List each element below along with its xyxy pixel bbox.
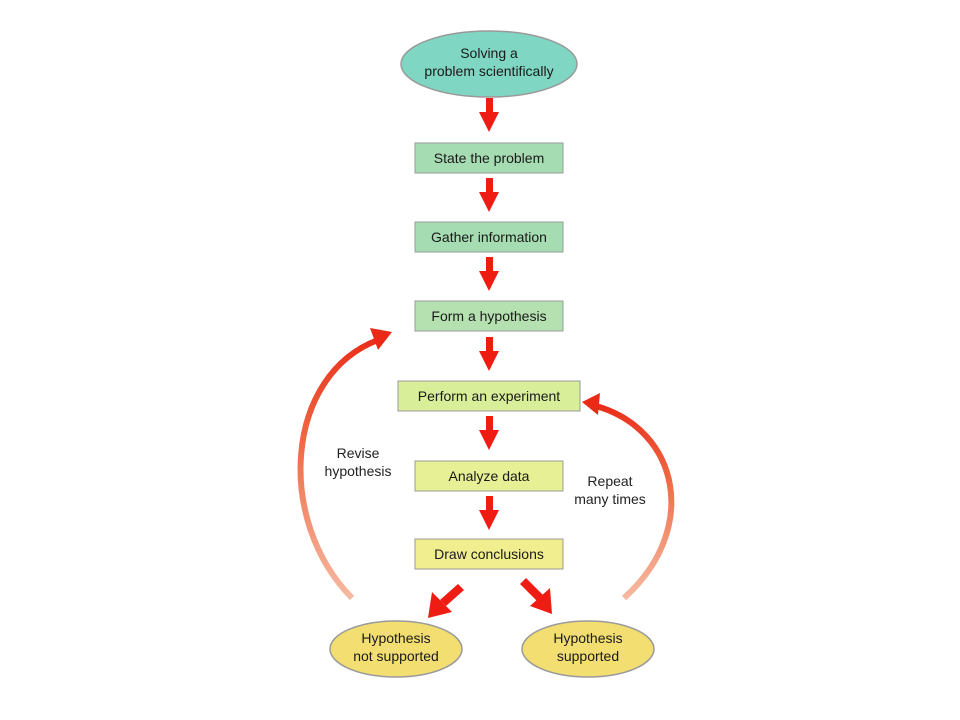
outcome-ellipse [329, 620, 463, 678]
step-form-hypothesis: Form a hypothesis [414, 300, 564, 332]
outcome-supported: Hypothesis supported [521, 620, 655, 678]
step-label: State the problem [434, 150, 545, 166]
outcome-ellipse [521, 620, 655, 678]
step-box [414, 460, 564, 492]
down-arrow [479, 257, 499, 291]
outcome-label-line1: Hypothesis [361, 630, 430, 646]
loop-arrow-revise [297, 328, 392, 601]
step-label: Form a hypothesis [431, 308, 546, 324]
outcome-label-line1: Hypothesis [553, 630, 622, 646]
down-arrow [479, 496, 499, 530]
loop-arrowhead [370, 328, 392, 350]
revise-label-line2: hypothesis [325, 463, 392, 479]
step-label: Draw conclusions [434, 546, 544, 562]
step-perform-experiment: Perform an experiment [397, 380, 581, 412]
loop-curve [297, 337, 380, 601]
step-gather-information: Gather information [414, 221, 564, 253]
outcome-not-supported: Hypothesis not supported [329, 620, 463, 678]
step-box [414, 221, 564, 253]
loop-arrow-repeat [582, 393, 675, 601]
outcome-label-line2: supported [557, 648, 619, 664]
step-draw-conclusions: Draw conclusions [414, 538, 564, 570]
step-label: Gather information [431, 229, 547, 245]
start-node: Solving a problem scientifically [400, 30, 578, 98]
down-arrow [479, 98, 499, 132]
loop-curve [595, 403, 675, 601]
repeat-label-line2: many times [574, 491, 646, 507]
start-ellipse [400, 30, 578, 98]
step-label: Analyze data [449, 468, 530, 484]
arrow-to-not-supported [428, 584, 464, 618]
outcome-label-line2: not supported [353, 648, 439, 664]
repeat-label-line1: Repeat [587, 473, 632, 489]
step-state-problem: State the problem [414, 142, 564, 174]
step-box [414, 142, 564, 174]
revise-label-line1: Revise [337, 445, 380, 461]
step-box [397, 380, 581, 412]
step-box [414, 538, 564, 570]
start-label-line1: Solving a [460, 45, 518, 61]
start-label-line2: problem scientifically [424, 63, 553, 79]
loop-arrowhead [582, 393, 600, 415]
down-arrow [479, 416, 499, 450]
step-box [414, 300, 564, 332]
step-analyze-data: Analyze data [414, 460, 564, 492]
arrow-to-supported [520, 578, 552, 614]
down-arrow [479, 178, 499, 212]
step-label: Perform an experiment [418, 388, 561, 404]
down-arrow [479, 337, 499, 371]
